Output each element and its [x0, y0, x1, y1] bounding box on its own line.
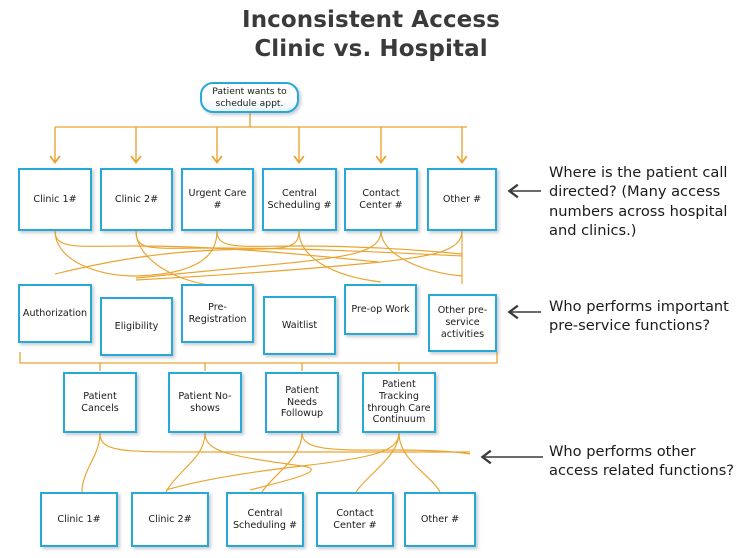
- node-owner-clinic-2[interactable]: Clinic 2#: [131, 492, 209, 547]
- node-patient-cancels[interactable]: Patient Cancels: [63, 372, 137, 433]
- node-label: Clinic 1#: [57, 513, 101, 525]
- node-patient-needs-followup[interactable]: Patient Needs Followup: [265, 372, 339, 433]
- node-label: Central Scheduling #: [232, 507, 298, 531]
- node-owner-contact-center[interactable]: Contact Center #: [316, 492, 394, 547]
- node-eligibility[interactable]: Eligibility: [100, 297, 173, 356]
- node-urgent-care[interactable]: Urgent Care #: [181, 168, 254, 231]
- node-label: Eligibility: [114, 320, 159, 332]
- node-label: Clinic 1#: [33, 193, 77, 205]
- row2-to-row3-bus: [19, 352, 498, 371]
- node-label: Contact Center #: [359, 187, 403, 211]
- node-label: Authorization: [22, 307, 88, 319]
- annotation-access-points: Where is the patient call directed? (Man…: [549, 164, 728, 240]
- node-label: Clinic 2#: [114, 193, 159, 205]
- node-clinic-2[interactable]: Clinic 2#: [100, 168, 173, 231]
- node-waitlist[interactable]: Waitlist: [263, 296, 336, 355]
- annotation-other-functions: Who performs other access related functi…: [549, 443, 735, 480]
- node-contact-center[interactable]: Contact Center #: [344, 168, 418, 231]
- annotation-pre-service: Who performs important pre-service funct…: [549, 298, 729, 335]
- node-label: Central Scheduling #: [267, 187, 332, 211]
- node-label: Pre-op Work: [351, 303, 410, 315]
- node-authorization[interactable]: Authorization: [18, 284, 92, 343]
- node-owner-clinic-1[interactable]: Clinic 1#: [40, 492, 118, 547]
- node-label: Waitlist: [281, 319, 318, 331]
- node-other-number[interactable]: Other #: [427, 168, 497, 231]
- node-owner-central-scheduling[interactable]: Central Scheduling #: [226, 492, 304, 547]
- node-label: Patient Needs Followup: [280, 384, 324, 420]
- node-start[interactable]: Patient wants to schedule appt.: [200, 82, 299, 113]
- page-title: Inconsistent Access Clinic vs. Hospital: [0, 6, 742, 65]
- row1-to-row2-connectors: [54, 230, 463, 287]
- node-label: Patient Tracking through Care Continuum: [367, 379, 431, 426]
- row3-to-row4-connectors: [81, 432, 471, 493]
- node-label: Other #: [442, 193, 482, 205]
- node-owner-other[interactable]: Other #: [404, 492, 476, 547]
- node-clinic-1[interactable]: Clinic 1#: [18, 168, 92, 231]
- node-label: Contact Center #: [333, 507, 377, 531]
- node-label: Other #: [420, 513, 460, 525]
- node-other-pre-service[interactable]: Other pre-service activities: [428, 294, 497, 352]
- node-pre-op-work[interactable]: Pre-op Work: [344, 284, 417, 335]
- node-label: Urgent Care #: [188, 187, 247, 211]
- node-label: Patient No-shows: [178, 390, 232, 414]
- start-to-row1-connectors: [49, 113, 468, 164]
- node-label: Other pre-service activities: [437, 305, 488, 340]
- node-label: Patient Cancels: [81, 390, 119, 414]
- title-line-1: Inconsistent Access: [242, 7, 500, 33]
- node-pre-registration[interactable]: Pre-Registration: [181, 284, 254, 343]
- node-label: Clinic 2#: [148, 513, 192, 525]
- node-label: Pre-Registration: [188, 301, 247, 325]
- node-start-label: Patient wants to schedule appt.: [212, 86, 287, 109]
- node-patient-tracking[interactable]: Patient Tracking through Care Continuum: [362, 372, 436, 433]
- node-patient-no-shows[interactable]: Patient No-shows: [168, 372, 242, 433]
- title-line-2: Clinic vs. Hospital: [254, 36, 488, 63]
- node-central-scheduling[interactable]: Central Scheduling #: [262, 168, 337, 231]
